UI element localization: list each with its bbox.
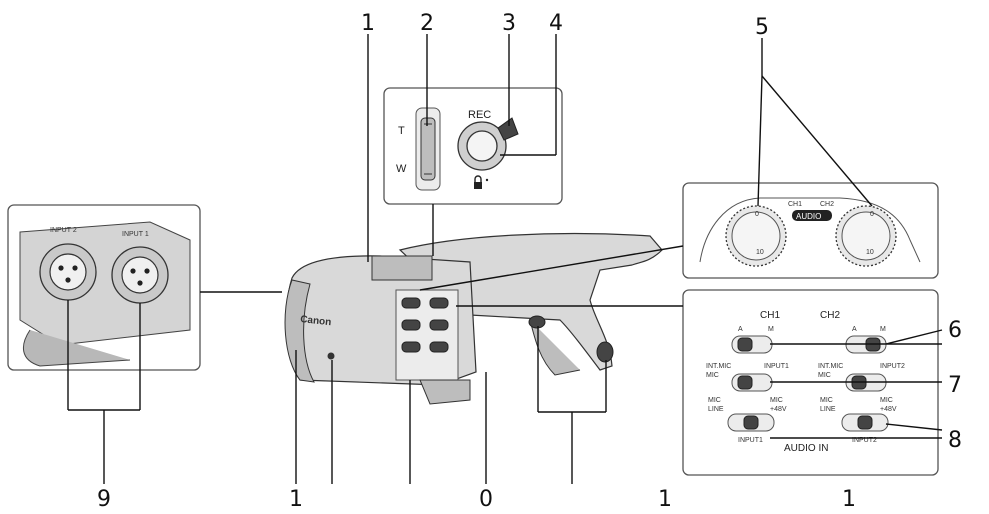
input1-bottom-label: INPUT1 [738,437,763,444]
audio-dial-ch2: 0 10 [835,205,897,267]
input1-top-label: INPUT1 [764,363,789,370]
mic-left-label: MIC [706,372,719,379]
mic-holder-screw [596,341,614,363]
audio-badge: AUDIO [796,212,821,221]
rec-button [466,130,498,162]
mic-right-label: MIC [818,372,831,379]
line-a-label: LINE [708,406,724,413]
rec-label: REC [468,109,491,121]
int-mic-left-label: INT.MIC [706,363,731,370]
dial1-ten-label: 10 [756,249,764,256]
xlr-input-panel: INPUT 2 INPUT 1 [7,204,201,371]
shoe-mount [419,379,471,405]
xlr-jack-input1 [111,246,169,304]
mic-a-label: MIC [708,397,721,404]
callout-5: 5 [755,15,769,40]
am-left-m: M [768,326,774,333]
leader-lines [67,34,943,484]
mic48-b-label: MIC [880,397,893,404]
plus48-b-label: +48V [880,406,897,413]
mic-b-label: MIC [820,397,833,404]
xlr-jack-input2 [39,243,97,301]
rec-lock-lever [497,117,519,141]
xlr-input2-label: INPUT 2 [50,227,77,234]
am-right-a: A [852,326,857,333]
canon-logo: Canon [300,314,332,328]
audio-in-label: AUDIO IN [784,443,828,454]
cable-clamp [528,315,546,329]
input2-bottom-label: INPUT2 [852,437,877,444]
callout-1-bottom-c: 1 [842,487,856,512]
callout-4: 4 [549,11,563,36]
callout-1-bottom-a: 1 [289,487,303,512]
mic48-a-label: MIC [770,397,783,404]
lock-icon [474,175,489,189]
callout-3: 3 [502,11,516,36]
xlr-input1-label: INPUT 1 [122,231,149,238]
int-mic-right-label: INT.MIC [818,363,843,370]
audio-dial-panel: 0 10 0 10 CH1 CH2 AUDIO [682,182,939,279]
callout-7: 7 [948,373,962,398]
switch-ch1-label: CH1 [760,310,780,321]
dial-ch2-label: CH2 [820,201,834,208]
dial-ch1-label: CH1 [788,201,802,208]
am-right-m: M [880,326,886,333]
zoom-w-label: W [396,163,407,175]
callout-1-top: 1 [361,11,375,36]
indicator-lamp [327,352,335,360]
switch-ch2-label: CH2 [820,310,840,321]
callout-8: 8 [948,428,962,453]
accessory-shoe [371,255,433,281]
plus48-a-label: +48V [770,406,787,413]
callout-2: 2 [420,11,434,36]
callout-6: 6 [948,318,962,343]
am-left-a: A [738,326,743,333]
callout-9: 9 [97,487,111,512]
dial2-ten-label: 10 [866,249,874,256]
callout-0: 0 [479,487,493,512]
dial2-zero-label: 0 [870,211,874,218]
audio-dial-ch1: 0 10 [725,205,787,267]
zoom-rec-panel: T W REC [383,87,563,205]
zoom-t-label: T [398,125,405,137]
input2-top-label: INPUT2 [880,363,905,370]
callout-1-bottom-b: 1 [658,487,672,512]
callout-numbers: 1 2 3 4 5 6 7 8 9 1 0 1 1 [97,11,962,512]
line-b-label: LINE [820,406,836,413]
dial1-zero-label: 0 [755,211,759,218]
